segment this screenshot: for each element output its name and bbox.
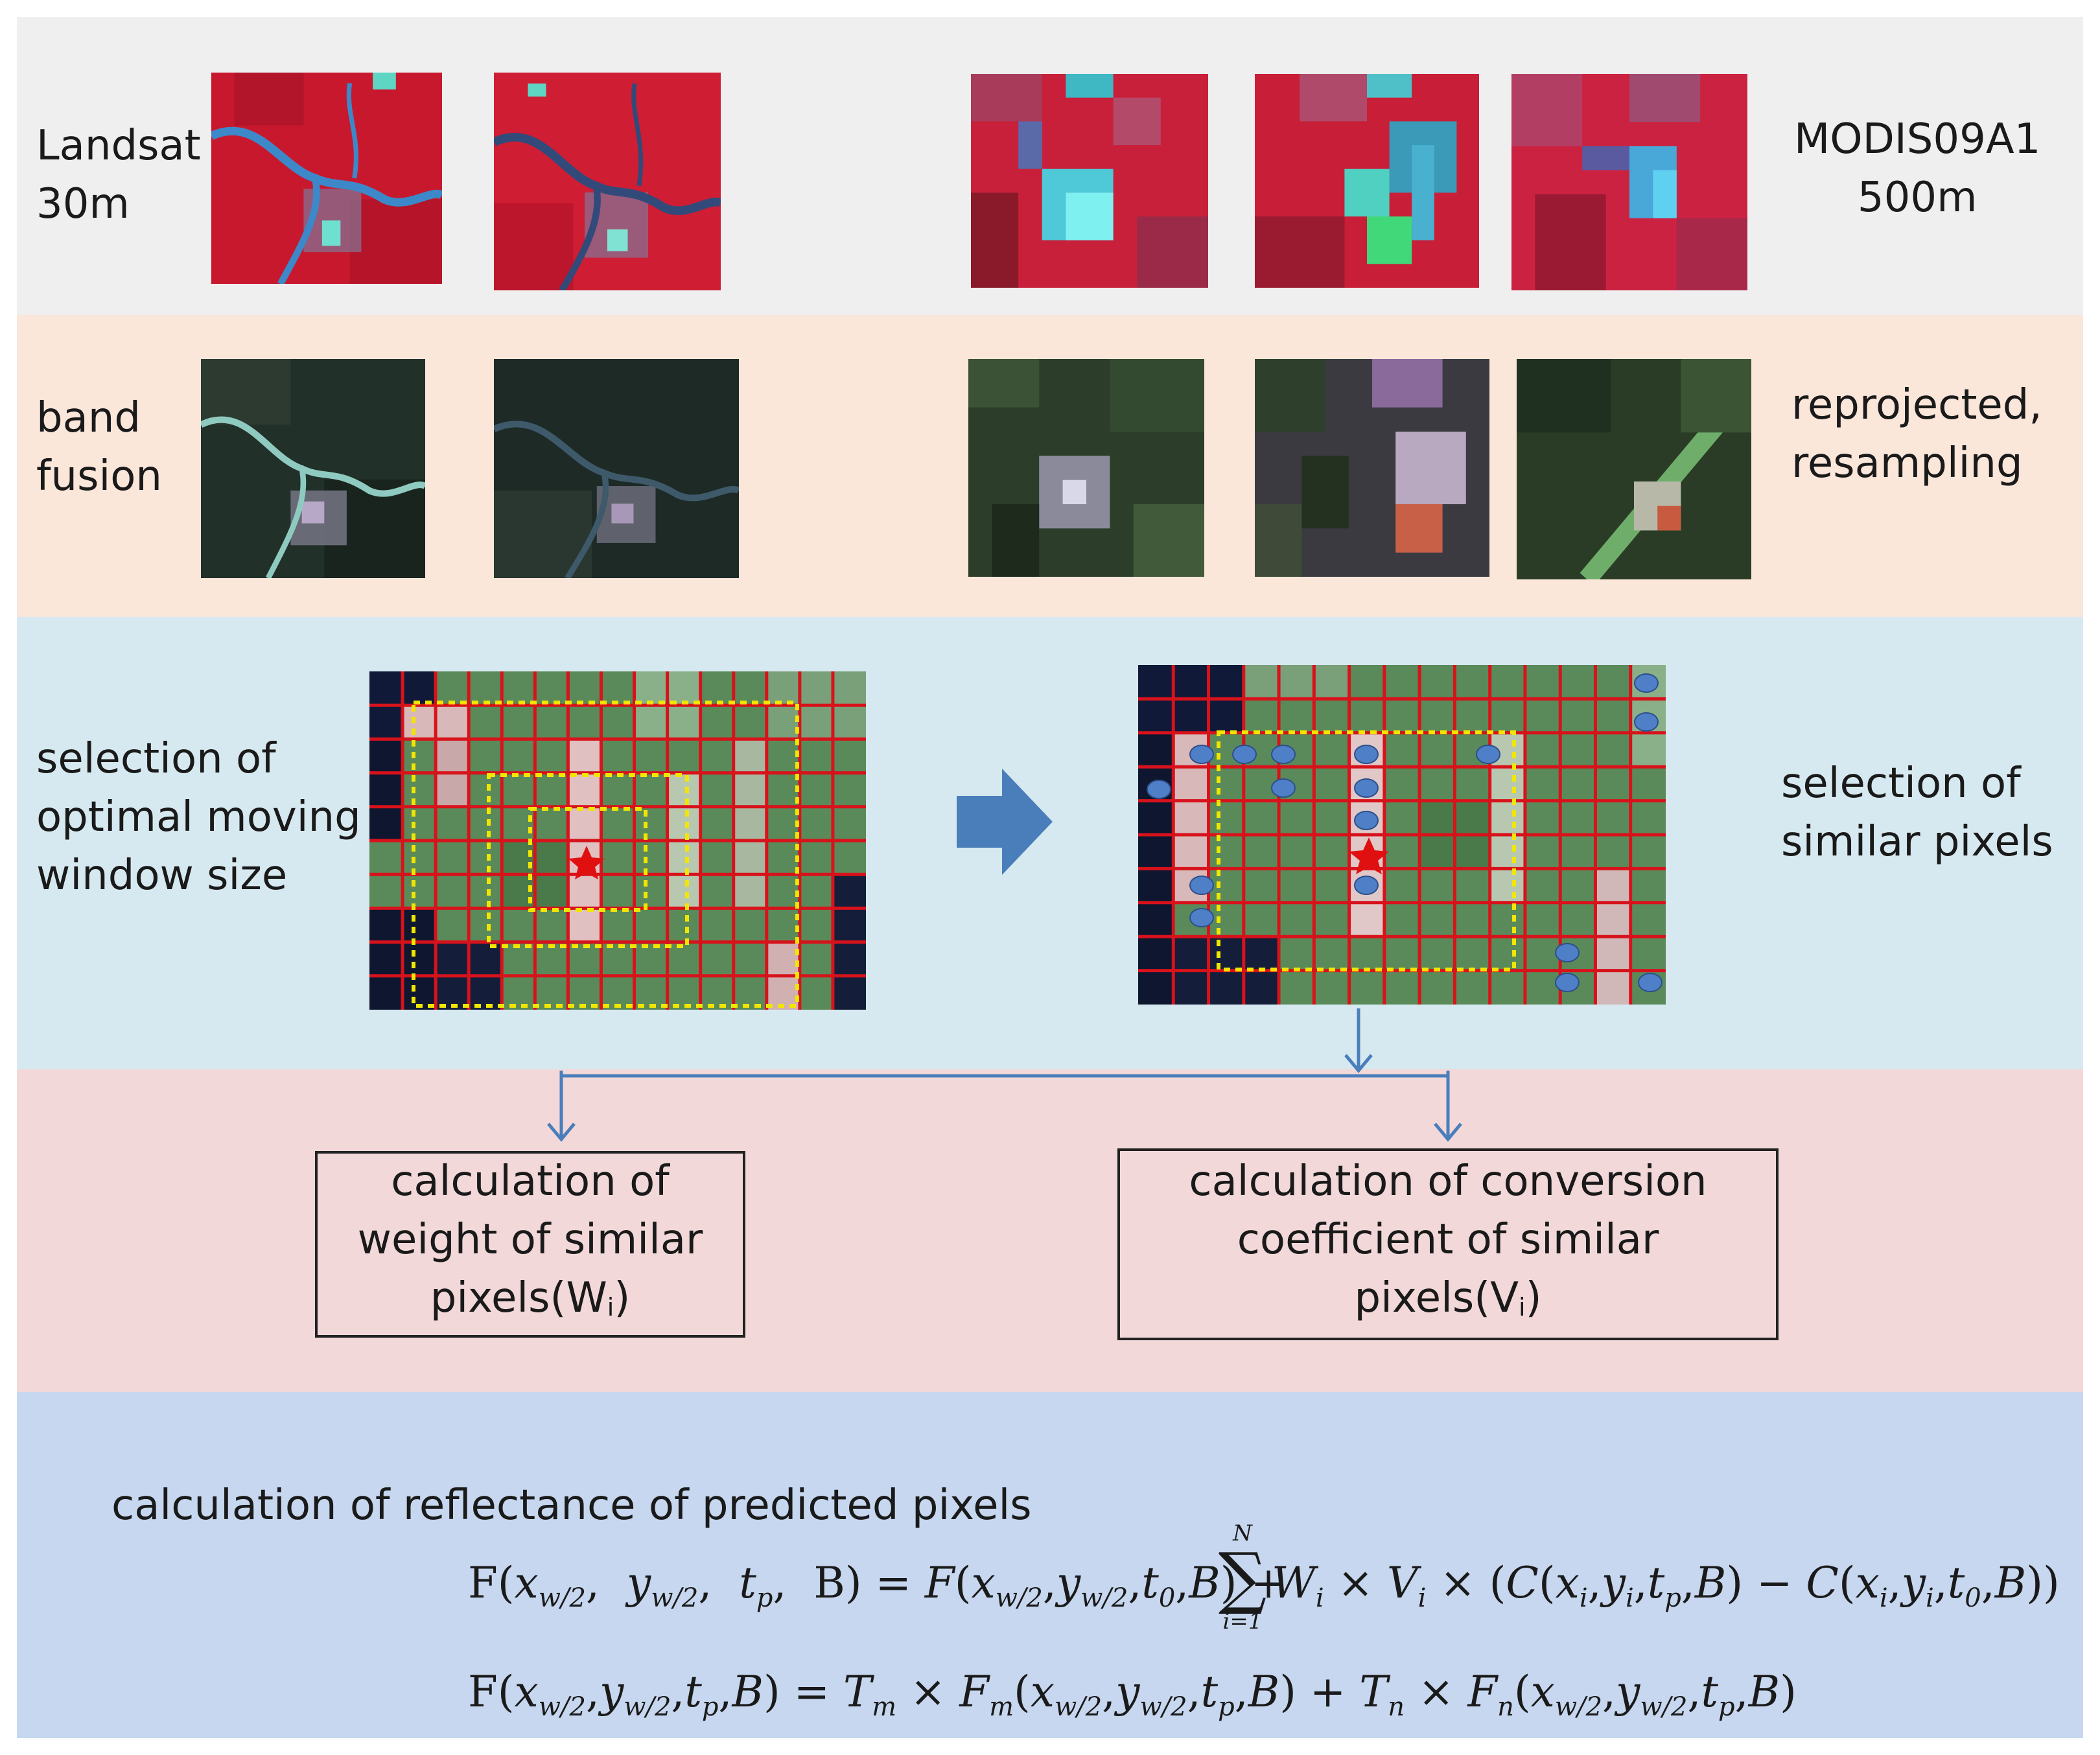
conversion-box: calculation of conversion coefficient of… (1117, 1148, 1779, 1340)
row-window-band (17, 617, 2083, 1069)
similar-pixel-dot (1189, 876, 1214, 895)
similar-pixel-dot (1634, 673, 1659, 693)
similar-pixel-dot (1232, 745, 1257, 764)
target-star-left (568, 846, 605, 879)
conversion-box-line2: coefficient of similar (1237, 1216, 1659, 1264)
conversion-box-line1: calculation of conversion (1189, 1157, 1707, 1205)
sum-lower: i=1 (1222, 1609, 1263, 1634)
similar-pixel-dot (1354, 876, 1379, 895)
landsat-image-2 (494, 73, 721, 290)
sum-sigma: ∑ (1218, 1538, 1267, 1617)
sum-upper: N (1233, 1520, 1252, 1546)
similar-pixel-dot (1189, 745, 1214, 764)
weight-box: calculation of weight of similar pixels(… (315, 1151, 745, 1338)
weight-box-line2: weight of similar (357, 1216, 703, 1264)
similar-pixel-dot (1189, 908, 1214, 927)
resampled-image-1 (968, 359, 1204, 577)
target-star-right (1349, 837, 1389, 874)
similar-pixel-dot (1634, 712, 1659, 732)
conversion-box-line3: pixels(Vi) (1189, 1269, 1707, 1336)
reflectance-title: calculation of reflectance of predicted … (111, 1482, 1032, 1529)
formula-1: F(xw/2, yw/2, tp, B) = F(xw/2,yw/2,t0,B)… (468, 1558, 1287, 1614)
modis-image-3 (1511, 74, 1747, 290)
similar-pixel-dot (1476, 745, 1500, 764)
similar-pixel-dot (1555, 973, 1580, 992)
landsat-label: Landsat 30m (36, 122, 201, 228)
fusion-image-2 (494, 359, 739, 578)
similar-pixel-dot (1354, 778, 1379, 798)
flow-arrow-right (957, 769, 1053, 875)
fusion-image-1 (201, 359, 425, 578)
conversion-box-close: ) (1525, 1274, 1542, 1322)
formula-2: F(xw/2,yw/2,tp,B) = Tm × Fm(xw/2,yw/2,tp… (468, 1667, 1797, 1723)
band-fusion-label: band fusion (36, 394, 162, 500)
weight-box-line3-text: pixels(W (430, 1274, 607, 1322)
resampled-image-3 (1517, 359, 1751, 579)
modis-label: MODIS09A1 500m (1794, 115, 2041, 222)
moving-window-label: selection of optimal moving window size (36, 735, 361, 900)
similar-pixel-dots (1147, 673, 1662, 992)
moving-window-outlines (412, 701, 1516, 1008)
modis-image-1 (971, 74, 1208, 288)
similar-pixel-dot (1271, 778, 1296, 798)
weight-box-sub: i (607, 1293, 614, 1321)
resampled-image-2 (1255, 359, 1489, 577)
row-formula-band (17, 1392, 2083, 1738)
similar-pixels-label: selection of similar pixels (1781, 760, 2053, 866)
weight-box-line3: pixels(Wi) (358, 1269, 703, 1336)
formula-1-rhs: Wi × Vi × (C(xi,yi,tp,B) − C(xi,yi,t0,B)… (1272, 1558, 2060, 1614)
similar-pixel-dot (1354, 745, 1379, 764)
similar-pixel-dot (1555, 943, 1580, 962)
similar-pixel-dot (1271, 745, 1296, 764)
weight-box-line1: calculation of (391, 1157, 670, 1205)
conversion-box-sub: i (1519, 1293, 1526, 1321)
sum-symbol: N ∑ i=1 (1213, 1520, 1272, 1634)
modis-image-2 (1255, 74, 1479, 288)
weight-box-close: ) (614, 1274, 631, 1322)
landsat-image-1 (211, 73, 442, 284)
similar-pixel-dot (1147, 780, 1171, 799)
reprojected-label: reprojected, resampling (1791, 381, 2042, 487)
similar-pixel-dot (1638, 973, 1662, 992)
left-grid-lines (369, 671, 866, 1010)
similar-pixel-dot (1354, 811, 1379, 830)
connector-arrows (547, 1008, 1462, 1142)
conversion-box-line3-text: pixels(V (1354, 1274, 1519, 1322)
